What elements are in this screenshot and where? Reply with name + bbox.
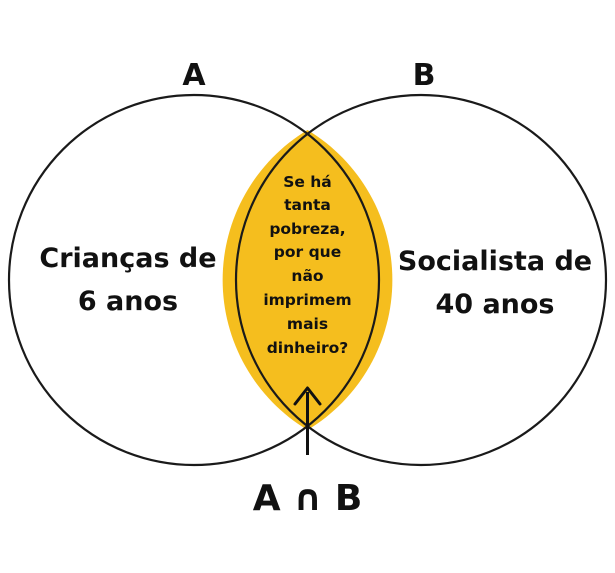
intersection-text-line-1: Se há [283,173,332,191]
set-b-text-line-1: Socialista de [398,246,592,277]
set-a-text-line-1: Crianças de [39,243,216,274]
intersection-text-line-5: não [291,267,323,285]
set-b-text-line-2: 40 anos [435,289,554,320]
set-a-text-line-2: 6 anos [78,286,178,317]
set-a-label: A [182,58,206,93]
intersection-text-line-3: pobreza, [269,220,345,238]
circle-a [7,93,381,467]
intersection-text-line-2: tanta [284,196,331,214]
intersection-text-line-6: imprimem [263,291,351,309]
arrow-up-icon [293,386,322,455]
intersection-text-line-7: mais [287,315,328,333]
intersection-region [222,130,393,430]
intersection-label: A ∩ B [253,478,363,519]
set-b-label: B [413,58,436,93]
circle-b [234,93,608,467]
intersection-text-line-4: por que [274,243,341,261]
intersection-text-line-8: dinheiro? [267,339,349,357]
